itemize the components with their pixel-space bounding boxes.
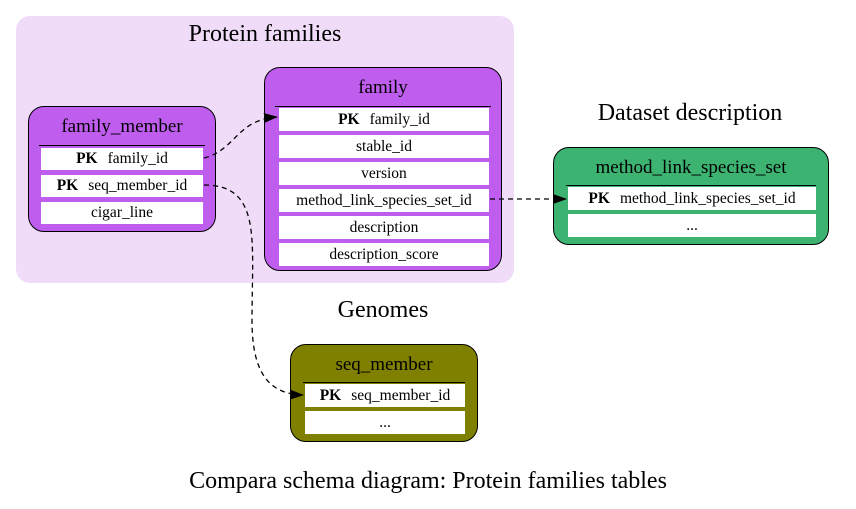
diagram-caption: Compara schema diagram: Protein families… bbox=[189, 468, 667, 494]
pk-label: PK bbox=[588, 189, 610, 207]
field-name: family_id bbox=[107, 150, 168, 167]
table-row: ... bbox=[304, 410, 466, 435]
field-name: method_link_species_set_id bbox=[296, 191, 472, 209]
table-row: ... bbox=[567, 213, 817, 238]
table-row: PK family_id bbox=[40, 147, 204, 171]
table-header-divider bbox=[303, 382, 465, 383]
field-name: cigar_line bbox=[91, 204, 153, 221]
pk-label: PK bbox=[56, 177, 79, 194]
table-row: description_score bbox=[278, 242, 490, 267]
edge-family-member-to-seq-member bbox=[203, 184, 304, 400]
table-name-method-link-species-set: method_link_species_set bbox=[595, 157, 787, 178]
field-name: seq_member_id bbox=[351, 386, 451, 404]
table-row: stable_id bbox=[278, 134, 490, 159]
table-row: version bbox=[278, 161, 490, 186]
table-row: PK seq_member_id bbox=[40, 174, 204, 198]
field-name: ... bbox=[379, 413, 391, 431]
table-header-divider bbox=[566, 185, 816, 186]
field-name: stable_id bbox=[356, 137, 412, 155]
pk-label: PK bbox=[319, 386, 342, 404]
table-seq-member[interactable]: seq_member PK seq_member_id ... bbox=[290, 344, 478, 442]
table-row: method_link_species_set_id bbox=[278, 188, 490, 213]
table-name-family: family bbox=[358, 77, 408, 98]
edge-family-member-to-family bbox=[203, 112, 278, 159]
field-name: description_score bbox=[329, 245, 439, 263]
field-name: method_link_species_set_id bbox=[619, 189, 796, 207]
field-name: description bbox=[349, 218, 419, 236]
field-name: seq_member_id bbox=[88, 177, 188, 194]
table-name-family-member: family_member bbox=[61, 116, 183, 137]
pk-label: PK bbox=[76, 150, 98, 167]
cluster-title-protein-families: Protein families bbox=[188, 21, 342, 47]
cluster-title-dataset-description: Dataset description bbox=[597, 100, 783, 126]
field-name: version bbox=[361, 164, 407, 182]
table-row: PK family_id bbox=[278, 107, 490, 132]
table-row: description bbox=[278, 215, 490, 240]
table-family-member[interactable]: family_member PK family_id PK seq_member… bbox=[28, 106, 216, 232]
table-name-seq-member: seq_member bbox=[335, 354, 433, 375]
cluster-title-genomes: Genomes bbox=[337, 297, 429, 323]
table-header-divider bbox=[39, 145, 205, 146]
pk-label: PK bbox=[338, 110, 360, 128]
table-header-divider bbox=[275, 106, 491, 107]
table-family[interactable]: family PK family_id stable_id version me… bbox=[264, 67, 502, 271]
field-name: family_id bbox=[369, 110, 430, 128]
table-row: cigar_line bbox=[40, 201, 204, 225]
table-method-link-species-set[interactable]: method_link_species_set PK method_link_s… bbox=[553, 147, 829, 245]
table-row: PK seq_member_id bbox=[304, 383, 466, 408]
field-name: ... bbox=[686, 216, 698, 234]
table-row: PK method_link_species_set_id bbox=[567, 186, 817, 211]
